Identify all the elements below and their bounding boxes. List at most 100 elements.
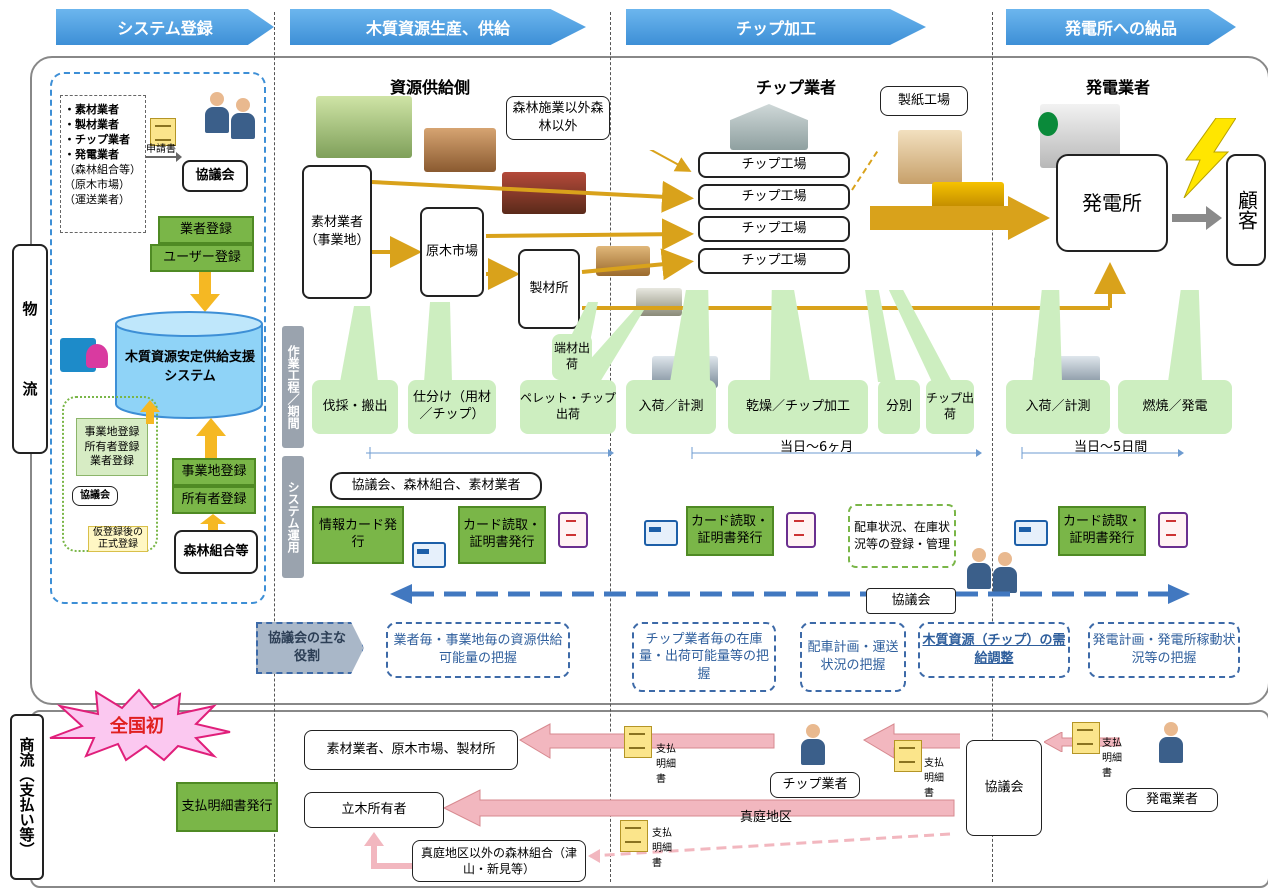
provisional-list: 事業地登録 所有者登録 業者登録: [76, 418, 148, 476]
payment-doc-label: 支払明細書: [924, 758, 944, 799]
certificate-icon: [558, 512, 588, 548]
info-card-issue: 情報カード発行: [312, 506, 404, 564]
provisional-council: 協議会: [72, 486, 118, 506]
section-divider: [610, 12, 611, 882]
role-power: 発電計画・発電所稼動状況等の把握: [1088, 622, 1240, 678]
material-producer-box: 素材業者（事業地）: [302, 165, 372, 299]
cutting-callout: 伐採・搬出: [312, 380, 398, 434]
chip-business-box: チップ業者: [770, 772, 860, 798]
payment-doc-icon: [894, 740, 922, 772]
pellet-callout: ペレット・チップ出荷: [520, 380, 616, 434]
logistics-char-1: 物: [22, 299, 38, 318]
generator-box: 発電業者: [1126, 788, 1218, 812]
user-person-icon: [86, 344, 108, 368]
dispatch-box: 配車状況、在庫状況等の登録・管理: [848, 504, 956, 568]
card-icon: [412, 542, 446, 568]
period-lines: [366, 447, 1184, 459]
participant-list: ・素材業者 ・製材業者 ・チップ業者 ・発電業者 （森林組合等） （原木市場） …: [60, 95, 146, 233]
chip-factory-3: チップ工場: [698, 216, 850, 242]
paper-mill-box: 製紙工場: [880, 86, 968, 116]
chip-factory-1: チップ工場: [698, 152, 850, 178]
provisional-item: 業者登録: [90, 454, 134, 468]
payment-doc-icon: [1072, 722, 1100, 754]
participant-item: （森林組合等）: [64, 163, 141, 176]
system-registration-area: [50, 72, 266, 604]
participant-item: （運送業者）: [64, 193, 130, 206]
council-dashed-arrow: [390, 584, 1190, 604]
supply-side-title: 資源供給側: [390, 78, 471, 97]
pellet-image: [636, 288, 682, 316]
intake-callout-2: 入荷／計測: [1006, 380, 1110, 434]
participant-item: ・チップ業者: [64, 133, 130, 146]
flow-arrows: [371, 150, 1222, 310]
provisional-item: 所有者登録: [84, 439, 140, 453]
system-cylinder: [115, 311, 263, 419]
chip-business-person-icon: [798, 724, 828, 766]
arrow-up-small: [200, 514, 226, 530]
chip-business-title: チップ業者: [756, 78, 837, 97]
card-read-1: カード読取・証明書発行: [458, 506, 546, 564]
power-plant-box: 発電所: [1056, 154, 1168, 252]
chip-ship-callout: チップ出荷: [926, 380, 974, 434]
payment-doc-label: 支払明細書: [656, 744, 676, 785]
provisional-item: 事業地登録: [84, 424, 140, 438]
section-divider: [274, 12, 275, 882]
header-chip-processing: チップ加工: [626, 9, 926, 45]
payment-doc-icon: [620, 820, 648, 852]
header-delivery: 発電所への納品: [1006, 9, 1236, 45]
participant-item: ・素材業者: [64, 103, 119, 116]
chip-factory-2: チップ工場: [698, 184, 850, 210]
separation-callout: 分別: [878, 380, 920, 434]
staff-person-icon: [228, 98, 258, 140]
leaf-logo-icon: [1038, 112, 1058, 136]
combustion-callout: 燃焼／発電: [1118, 380, 1232, 434]
card-icon: [644, 520, 678, 546]
tree-owner-box: 立木所有者: [304, 792, 444, 828]
payment-doc-label: 支払明細書: [1102, 738, 1122, 779]
log-pile-image: [424, 128, 496, 172]
offcut-callout: 端材出荷: [552, 334, 592, 380]
drying-callout: 乾燥／チップ加工: [728, 380, 868, 434]
forest-union-box: 森林組合等: [174, 530, 258, 574]
logistics-label: 物 流: [12, 244, 48, 454]
sawmill-box: 製材所: [518, 249, 580, 329]
section-divider: [992, 12, 993, 882]
generator-person-icon: [1156, 722, 1186, 764]
role-dispatch: 配車計画・運送状況の把握: [800, 622, 906, 692]
log-market-box: 原木市場: [420, 207, 484, 297]
arrow-up: [140, 400, 160, 424]
participant-item: （原木市場）: [64, 178, 130, 191]
provisional-note: 仮登録後の正式登録: [88, 526, 148, 552]
first-nationwide-badge: [49, 688, 231, 762]
participant-item: ・発電業者: [64, 148, 119, 161]
arrow-up-to-system: [196, 418, 226, 458]
arrow-down-to-system: [190, 272, 220, 312]
generator-title: 発電業者: [1086, 78, 1151, 97]
non-forest-box: 森林施業以外森林以外: [506, 96, 610, 140]
owner-registration: 所有者登録: [172, 486, 256, 514]
user-registration: ユーザー登録: [150, 244, 254, 272]
header-system-registration: システム登録: [56, 9, 274, 45]
payees-box: 素材業者、原木市場、製材所: [304, 730, 518, 770]
staff-person-icon: [202, 92, 232, 134]
period-power: 当日～5日間: [1074, 440, 1148, 455]
maniwa-label: 真庭地区: [740, 810, 793, 825]
customer-box: 顧客: [1226, 154, 1266, 266]
speech-bubble: 協議会、森林組合、素材業者: [330, 472, 542, 500]
sorting-callout: 仕分け（用材／チップ）: [408, 380, 496, 434]
council-role-label: 協議会の主な役割: [256, 622, 364, 674]
application-form-icon: [150, 118, 176, 146]
period-chip: 当日～6ヶ月: [780, 440, 854, 455]
system-name: 木質資源安定供給支援システム: [124, 350, 255, 384]
header-resource-supply: 木質資源生産、供給: [290, 9, 586, 45]
operator-person-icon: [990, 552, 1020, 594]
wood-chips-image: [898, 130, 962, 184]
callout-tails: [340, 290, 1202, 382]
logistics-char-2: 流: [22, 380, 38, 398]
forest-harvest-image: [316, 96, 412, 158]
chip-factory-4: チップ工場: [698, 248, 850, 274]
commerce-label: 商流（支払い等）: [10, 714, 44, 880]
role-demand-adjust: 木質資源（チップ）の需給調整: [918, 622, 1070, 678]
certificate-icon: [1158, 512, 1188, 548]
work-process-label: 作業工程／期間: [282, 326, 304, 448]
